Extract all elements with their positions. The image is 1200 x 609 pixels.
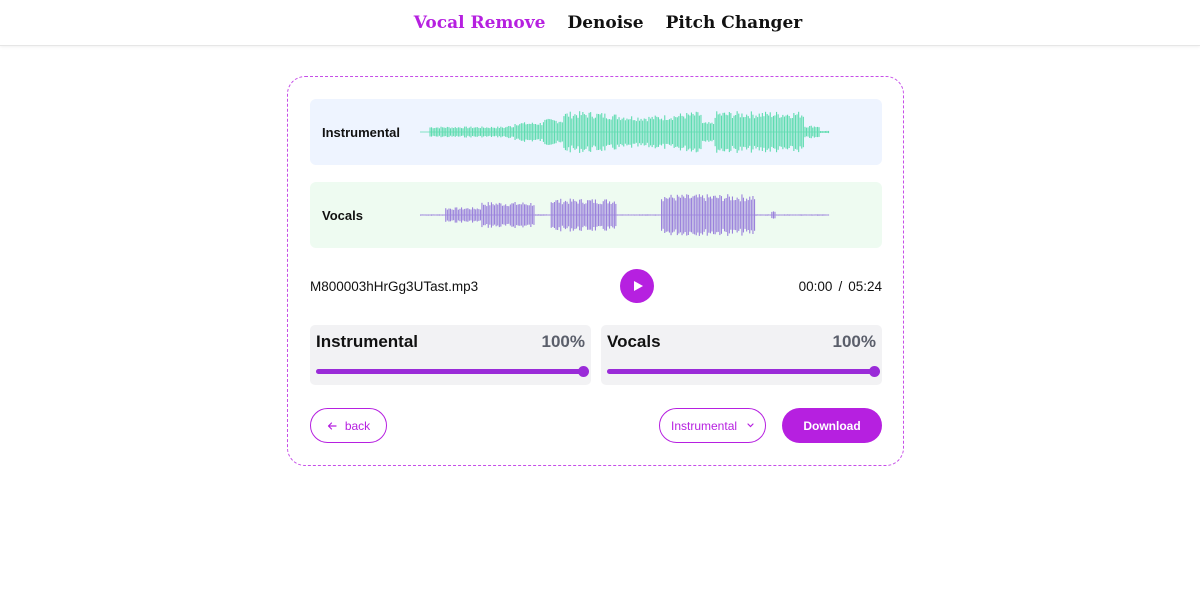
nav-vocal-remove[interactable]: Vocal Remove <box>413 12 546 33</box>
vocals-volume-control: Vocals 100% <box>601 325 882 385</box>
back-button[interactable]: back <box>310 408 387 443</box>
nav-denoise[interactable]: Denoise <box>567 12 644 33</box>
track-select[interactable]: Instrumental <box>659 408 766 443</box>
back-label: back <box>344 418 371 433</box>
instrumental-volume-control: Instrumental 100% <box>310 325 591 385</box>
time-separator: / <box>838 279 843 294</box>
nav-pitch-changer[interactable]: Pitch Changer <box>665 12 803 33</box>
instrumental-slider-thumb[interactable] <box>578 366 589 377</box>
file-name: M800003hHrGg3UTast.mp3 <box>310 279 479 294</box>
vocals-track-label: Vocals <box>322 207 363 223</box>
duration: 05:24 <box>848 279 882 294</box>
vocals-volume-value: 100% <box>832 332 876 351</box>
download-label: Download <box>803 418 861 433</box>
time-display: 00:00 / 05:24 <box>799 279 882 294</box>
chevron-down-icon <box>747 423 754 428</box>
vocals-waveform[interactable] <box>418 190 838 240</box>
vocal-remover-card: Instrumental Vocals M800003hHrGg3UTast.m… <box>287 76 904 466</box>
current-time: 00:00 <box>798 279 833 294</box>
player-controls: M800003hHrGg3UTast.mp3 00:00 / 05:24 <box>310 269 882 305</box>
download-button[interactable]: Download <box>782 408 882 443</box>
top-navigation: Vocal Remove Denoise Pitch Changer <box>0 0 1200 46</box>
instrumental-track-label: Instrumental <box>322 124 401 140</box>
vocals-slider-thumb[interactable] <box>869 366 880 377</box>
instrumental-waveform[interactable] <box>418 107 838 157</box>
vocals-volume-label: Vocals <box>607 332 661 351</box>
instrumental-waveform-panel[interactable]: Instrumental <box>310 99 882 165</box>
vocals-slider-fill <box>607 369 874 374</box>
play-button[interactable] <box>620 269 654 303</box>
instrumental-volume-label: Instrumental <box>316 332 419 351</box>
instrumental-slider-fill <box>316 369 583 374</box>
play-icon <box>634 281 643 291</box>
track-select-value: Instrumental <box>671 418 738 433</box>
instrumental-volume-slider[interactable] <box>316 366 589 377</box>
vocals-volume-slider[interactable] <box>607 366 880 377</box>
vocals-waveform-panel[interactable]: Vocals <box>310 182 882 248</box>
instrumental-volume-value: 100% <box>541 332 585 351</box>
arrow-left-icon <box>327 421 337 430</box>
